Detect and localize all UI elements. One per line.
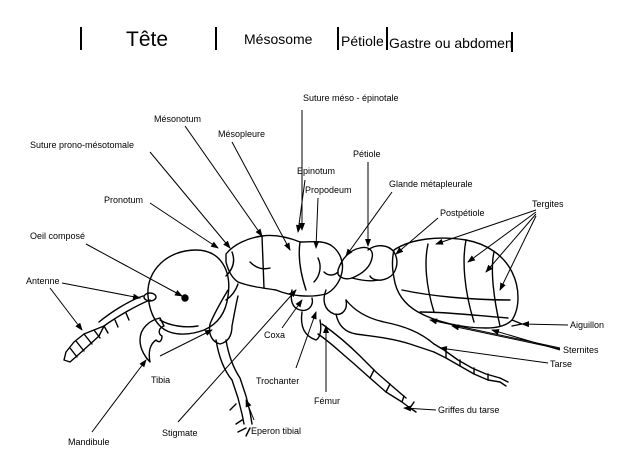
- label-tarse: Tarse: [550, 359, 572, 369]
- ant-body: [63, 234, 523, 437]
- header-mesosome: Mésosome: [244, 31, 313, 47]
- label-petiole: Pétiole: [353, 149, 381, 159]
- label-mesonotum: Mésonotum: [154, 114, 201, 124]
- label-eperon-tibial: Eperon tibial: [251, 426, 301, 436]
- arrow-aiguillon: [521, 321, 569, 328]
- arrow-propodeum: [313, 197, 320, 249]
- arrow-antenne-1: [61, 282, 141, 300]
- header-divider-3: [337, 27, 339, 50]
- antenna: [63, 292, 157, 363]
- arrow-pronotum: [149, 202, 219, 249]
- arrow-tibia: [159, 329, 213, 357]
- label-stigmate: Stigmate: [162, 428, 198, 438]
- arrow-sternites-3: [491, 329, 561, 351]
- arrow-antenne-2: [49, 287, 83, 331]
- leader-lines: [49, 110, 569, 433]
- hind-leg: [323, 289, 509, 387]
- arrow-glande: [345, 191, 393, 257]
- label-postpetiole: Postpétiole: [440, 208, 485, 218]
- petiole: [337, 245, 398, 282]
- label-oeil-compose: Oeil composé: [30, 231, 85, 241]
- header-petiole: Pétiole: [341, 33, 384, 49]
- arrow-tergites-3: [485, 213, 537, 273]
- front-leg: [208, 289, 253, 437]
- label-griffes-du-tarse: Griffes du tarse: [438, 405, 499, 415]
- header-gastre: Gastre ou abdomen: [389, 35, 513, 51]
- label-mandibule: Mandibule: [68, 437, 110, 447]
- label-propodeum: Propodeum: [305, 185, 352, 195]
- label-trochanter: Trochanter: [256, 376, 299, 386]
- label-coxa: Coxa: [264, 330, 285, 340]
- arrow-trochanter: [295, 311, 317, 369]
- arrow-eperon: [245, 399, 255, 421]
- arrow-oeil: [85, 243, 183, 297]
- arrow-coxa: [281, 299, 303, 329]
- label-aiguillon: Aiguillon: [570, 320, 604, 330]
- arrow-postpetiole: [395, 217, 439, 255]
- label-epinotum: Epinotum: [297, 166, 335, 176]
- label-tergites: Tergites: [532, 199, 564, 209]
- mandible: [139, 317, 165, 363]
- header-divider-4: [386, 27, 388, 50]
- arrow-suture-prono: [149, 151, 231, 249]
- arrow-tergites-4: [499, 215, 537, 291]
- mesosoma: [225, 234, 344, 297]
- head: [147, 249, 230, 335]
- label-sternites: Sternites: [563, 345, 599, 355]
- label-mesopleure: Mésopleure: [218, 129, 265, 139]
- header-divider-2: [215, 27, 217, 50]
- header-divider-1: [80, 27, 82, 50]
- label-antenne: Antenne: [26, 276, 60, 286]
- header-tete: Tête: [126, 28, 169, 51]
- header-divider-5: [511, 32, 513, 52]
- arrow-tarse: [439, 345, 549, 364]
- label-femur: Fémur: [314, 396, 340, 406]
- label-suture-meso-epinotale: Suture méso - épinotale: [303, 93, 399, 103]
- arrow-tergites-1: [435, 209, 537, 245]
- label-tibia: Tibia: [151, 375, 170, 385]
- label-pronotum: Pronotum: [104, 195, 143, 205]
- label-suture-prono-mesotomale: Suture prono-mésotomale: [30, 140, 134, 150]
- arrow-mandibule: [91, 359, 147, 433]
- arrow-mesopleure: [231, 141, 291, 251]
- label-glande-metapleurale: Glande métapleurale: [389, 179, 473, 189]
- labels: Suture méso - épinotale Mésonotum Mésopl…: [26, 93, 604, 447]
- arrow-mesonotum: [184, 125, 263, 237]
- gaster: [391, 237, 523, 329]
- arrow-tergites-2: [467, 211, 537, 263]
- arrow-epinotum: [295, 179, 306, 233]
- arrow-griffes: [403, 405, 437, 412]
- arrow-stigmate: [177, 289, 297, 423]
